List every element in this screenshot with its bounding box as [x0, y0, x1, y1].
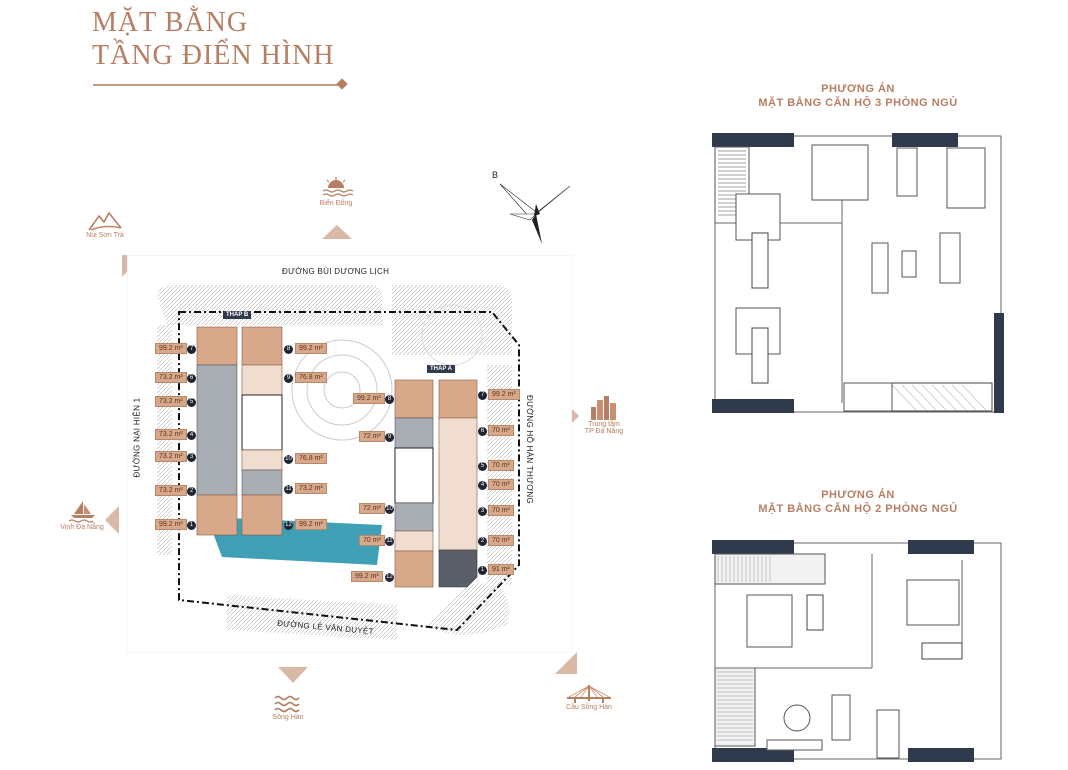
unit-number-a5: 5: [478, 462, 487, 471]
tower-b-label: THÁP B: [223, 311, 252, 319]
road-label-east: ĐƯỜNG HỒ HÁN THƯƠNG: [524, 395, 534, 504]
unit-number-b3: 3: [187, 453, 196, 462]
unit-area-a9: 72 m²: [359, 431, 385, 442]
unit-number-b4: 4: [187, 431, 196, 440]
road-label-west: ĐƯỜNG NẠI HIÊN 1: [132, 397, 142, 478]
heading-line-2: MẶT BẰNG CĂN HỘ 2 PHÒNG NGỦ: [758, 503, 958, 515]
unit-number-a2: 2: [478, 537, 487, 546]
unit-area-b7: 99.2 m²: [155, 343, 187, 354]
unit-number-a8: 8: [385, 395, 394, 404]
unit-number-b7: 7: [187, 345, 196, 354]
unit-area-b1: 99.2 m²: [155, 519, 187, 530]
unit-area-b5: 73.2 m²: [155, 396, 187, 407]
unit-number-b1: 1: [187, 521, 196, 530]
unit-number-b2: 2: [187, 487, 196, 496]
unit-area-a7: 99.2 m²: [488, 389, 520, 400]
unit-area-a10: 72 m²: [359, 503, 385, 514]
unit-number-a9: 9: [385, 433, 394, 442]
title-line-2: TẦNG ĐIỂN HÌNH: [92, 40, 335, 71]
unit-area-a1: 91 m²: [488, 564, 514, 575]
city-buildings-icon: [591, 396, 616, 420]
landmark-bien-dong: Biển Đông: [306, 176, 366, 207]
heading-line-1: PHƯƠNG ÁN: [821, 83, 895, 95]
unit-number-a6: 6: [478, 427, 487, 436]
unit-number-a1: 1: [478, 566, 487, 575]
unit-number-a11: 11: [385, 537, 394, 546]
bridge-icon: [567, 685, 611, 703]
landmark-label-line1: Trung tâm: [588, 421, 620, 428]
tower-a-label: THÁP A: [427, 365, 456, 373]
landmark-trung-tam: Trung tâm TP Đà Nẵng: [576, 395, 632, 435]
unit-number-a7: 7: [478, 391, 487, 400]
diamond-icon: [336, 78, 348, 90]
unit-number-b12: 12: [284, 521, 293, 530]
unit-area-b12: 99.2 m²: [295, 519, 327, 530]
landmark-label: Biển Đông: [319, 200, 353, 207]
unit-area-b11: 73.2 m²: [295, 483, 327, 494]
compass: B: [490, 170, 580, 250]
unit-number-b9: 9: [284, 374, 293, 383]
title-divider: [93, 84, 343, 86]
landmark-song-han: Sông Hàn: [260, 694, 316, 721]
landmark-label: Vịnh Đà Nẵng: [60, 524, 104, 531]
site-plan-drawing: [127, 255, 572, 653]
unit-area-a2: 70 m²: [488, 535, 514, 546]
two-bedroom-floorplan: [712, 540, 1002, 762]
unit-area-b8: 99.2 m²: [295, 343, 327, 354]
unit-number-b5: 5: [187, 398, 196, 407]
compass-rose-icon: [499, 183, 571, 244]
sunset-sea-icon: [322, 177, 353, 197]
unit-area-a4: 70 m²: [488, 479, 514, 490]
heading-line-2: MẶT BẰNG CĂN HỘ 3 PHÒNG NGỦ: [758, 97, 958, 109]
two-bed-heading: PHƯƠNG ÁN MẶT BẰNG CĂN HỘ 2 PHÒNG NGỦ: [688, 488, 1028, 516]
unit-area-b9: 76.8 m²: [295, 372, 327, 383]
page-title: MẶT BẰNG TẦNG ĐIỂN HÌNH: [92, 6, 335, 72]
unit-area-b2: 73.2 m²: [155, 485, 187, 496]
unit-area-a3: 70 m²: [488, 505, 514, 516]
arrow-south: [278, 667, 308, 688]
unit-area-b6: 73.2 m²: [155, 372, 187, 383]
title-line-1: MẶT BẰNG: [92, 7, 249, 38]
unit-number-b6: 6: [187, 374, 196, 383]
unit-area-a12: 99.2 m²: [351, 571, 383, 582]
unit-number-b10: 10: [284, 455, 293, 464]
compass-north-label: B: [492, 170, 499, 180]
heading-line-1: PHƯƠNG ÁN: [821, 489, 895, 501]
unit-area-b4: 73.2 m²: [155, 429, 187, 440]
landmark-label: Cầu Sông Hàn: [566, 704, 612, 711]
unit-number-a4: 4: [478, 481, 487, 490]
unit-area-b10: 76.8 m²: [295, 453, 327, 464]
landmark-nui-son-tra: Núi Sơn Trà: [75, 210, 135, 239]
unit-number-b11: 11: [284, 485, 293, 494]
sailboat-icon: [68, 501, 95, 523]
unit-number-a12: 12: [385, 573, 394, 582]
three-bedroom-floorplan: [712, 133, 1004, 413]
landmark-cau-song-han: Cầu Sông Hàn: [556, 684, 622, 711]
unit-number-b8: 8: [284, 345, 293, 354]
unit-area-a6: 70 m²: [488, 425, 514, 436]
unit-area-b3: 73.2 m²: [155, 451, 187, 462]
site-plan: ĐƯỜNG BÙI DƯƠNG LỊCH ĐƯỜNG NẠI HIÊN 1 ĐƯ…: [127, 255, 572, 653]
road-label-north: ĐƯỜNG BÙI DƯƠNG LỊCH: [282, 267, 390, 276]
landmark-label-line2: TP Đà Nẵng: [584, 428, 624, 435]
landmark-label: Núi Sơn Trà: [86, 232, 124, 239]
mountain-icon: [88, 211, 122, 231]
arrow-north: [322, 225, 352, 244]
arrow-west: [105, 506, 119, 539]
unit-number-a10: 10: [385, 505, 394, 514]
unit-number-a3: 3: [478, 507, 487, 516]
landmark-label: Sông Hàn: [272, 714, 304, 721]
unit-area-a5: 70 m²: [488, 460, 514, 471]
unit-area-a11: 70 m²: [359, 535, 385, 546]
arrow-corner-se: [555, 652, 577, 679]
three-bed-heading: PHƯƠNG ÁN MẶT BẰNG CĂN HỘ 3 PHÒNG NGỦ: [688, 82, 1028, 110]
unit-area-a8: 99.2 m²: [353, 393, 385, 404]
landmark-vinh-da-nang: Vịnh Đà Nẵng: [50, 500, 114, 531]
waves-icon: [274, 695, 300, 713]
